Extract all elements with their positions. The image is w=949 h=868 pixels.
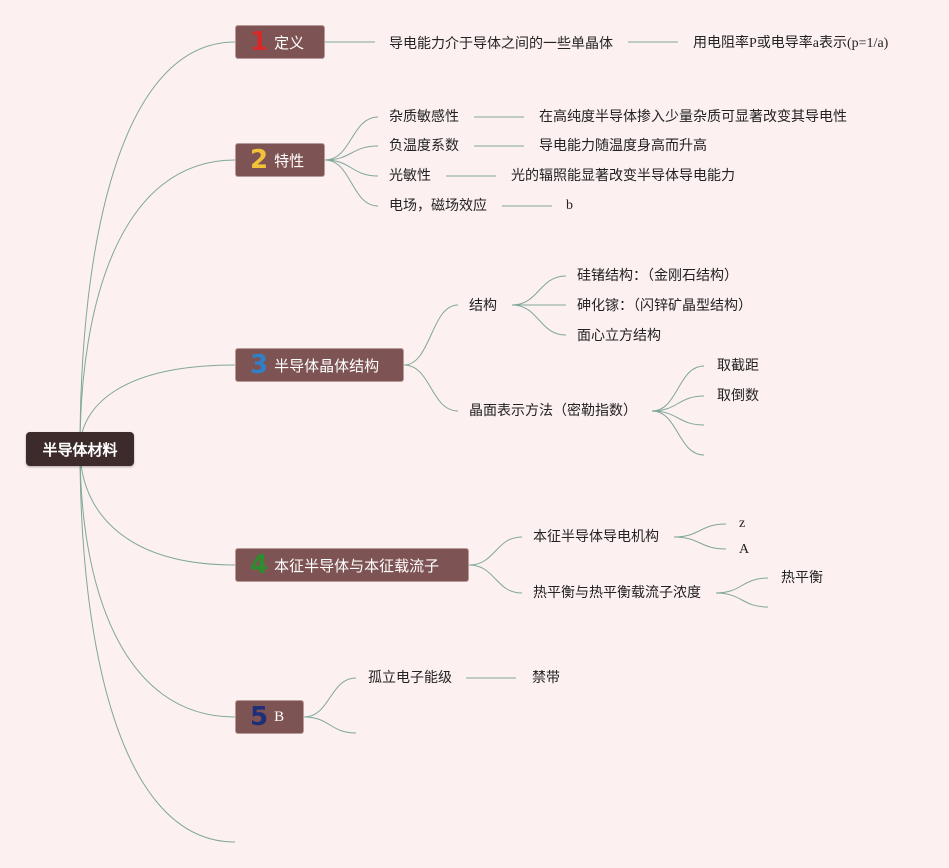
t2-item-1[interactable]: 杂质敏感性 [389,109,459,125]
t3-structure-line-3 [511,304,567,336]
topic-1-label: 定义 [274,33,305,52]
t2-leaf-4[interactable]: b [566,198,573,213]
t2-item-3[interactable]: 光敏性 [389,168,431,184]
root-to-empty-branch-line [79,448,236,843]
t3-plane-line-3 [651,410,705,426]
t3-plane-line-2 [651,395,705,412]
t3-branch-structure [403,304,459,366]
t3-plane-child-1[interactable]: 取截距 [717,358,759,374]
t1-child[interactable]: 导电能力介于导体之间的一些单晶体 [389,36,613,52]
root-to-topic-2-line [79,159,236,450]
t5-branch-2 [303,716,357,734]
t5-branch-1 [303,677,357,718]
t2-leaf-2[interactable]: 导电能力随温度身高而升高 [539,138,707,154]
topic-5-label: B [274,708,285,725]
t2-leaf-1[interactable]: 在高纯度半导体掺入少量杂质可显著改变其导电性 [539,109,847,125]
t3-branch-plane [403,364,459,412]
t2-branch-1 [324,116,379,161]
t5-leaf[interactable]: 禁带 [532,670,560,686]
t3-plane-line-1 [651,365,705,412]
topic-3-crystal-structure[interactable]: 3 半导体晶体结构 [235,348,404,382]
number-1-icon: 1 [250,27,269,57]
number-2-icon: 2 [250,145,269,175]
t4-mechanism-line-1 [673,523,727,538]
t3-structure[interactable]: 结构 [469,298,497,314]
t3-structure-child-2[interactable]: 砷化镓：（闪锌矿晶型结构） [577,298,752,314]
topic-2-properties[interactable]: 2 特性 [235,143,325,177]
t4-thermal[interactable]: 热平衡与热平衡载流子浓度 [533,585,701,601]
number-5-icon: 5 [250,702,269,732]
root-to-topic-4-line [79,448,236,566]
t4-mechanism-child-1[interactable]: z [739,516,746,531]
t4-mechanism-child-2[interactable]: A [739,542,750,557]
t4-thermal-line-1 [715,577,769,594]
topic-2-label: 特性 [274,151,305,170]
t4-branch-thermal [468,564,523,594]
root-node[interactable]: 半导体材料 [26,432,134,466]
t2-item-2[interactable]: 负温度系数 [389,138,459,154]
t4-thermal-line-2 [715,592,769,608]
t4-branch-mechanism [468,536,523,566]
t2-item-4[interactable]: 电场，磁场效应 [389,198,487,214]
topic-1-definition[interactable]: 1 定义 [235,25,325,59]
root-to-topic-5-line [79,448,236,718]
t3-plane[interactable]: 晶面表示方法（密勒指数） [469,403,637,419]
number-4-icon: 4 [250,550,269,580]
root-to-topic-1-line [79,41,236,450]
t1-leaf[interactable]: 用电阻率P或电导率a表示(p=1/a) [693,36,889,51]
t4-mechanism-line-2 [673,536,727,550]
topic-4-label: 本征半导体与本征载流子 [274,556,440,575]
t2-leaf-3[interactable]: 光的辐照能显著改变半导体导电能力 [511,168,735,184]
topic-4-intrinsic[interactable]: 4 本征半导体与本征载流子 [235,548,469,582]
topic-5[interactable]: 5 B [235,700,304,734]
t2-branch-4 [324,159,379,207]
t5-child[interactable]: 孤立电子能级 [368,670,452,686]
t4-mechanism[interactable]: 本征半导体导电机构 [533,529,659,545]
number-3-icon: 3 [250,350,269,380]
t3-plane-child-2[interactable]: 取倒数 [717,388,759,404]
t2-branch-3 [324,159,379,177]
t3-structure-line-1 [511,275,567,306]
t3-structure-child-3[interactable]: 面心立方结构 [577,328,661,344]
topic-3-label: 半导体晶体结构 [274,356,380,375]
t4-thermal-child-1[interactable]: 热平衡 [781,570,823,586]
t3-plane-line-4 [651,410,705,456]
t3-structure-child-1[interactable]: 硅锗结构：（金刚石结构） [577,268,738,284]
t2-branch-2 [324,145,379,161]
